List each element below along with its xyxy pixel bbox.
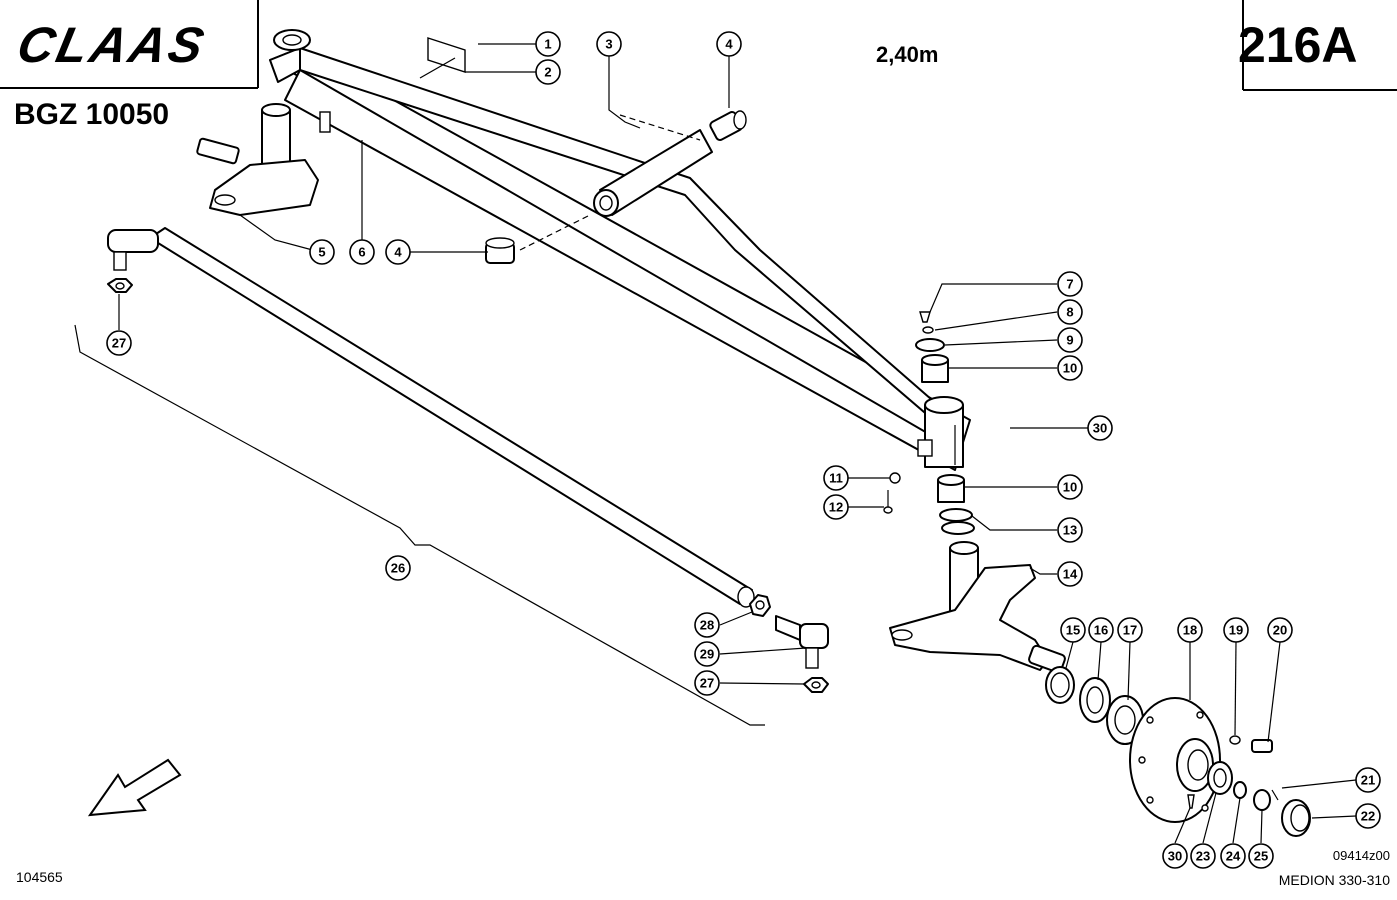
- svg-text:18: 18: [1183, 623, 1197, 638]
- svg-text:20: 20: [1273, 623, 1287, 638]
- svg-text:27: 27: [112, 336, 126, 351]
- callout-1: 1: [535, 31, 561, 57]
- callout-15: 15: [1060, 617, 1086, 643]
- svg-text:13: 13: [1063, 523, 1077, 538]
- svg-text:14: 14: [1063, 567, 1078, 582]
- callout-5: 5: [309, 239, 335, 265]
- svg-text:30: 30: [1093, 421, 1107, 436]
- svg-text:1: 1: [544, 37, 551, 52]
- callout-6: 6: [349, 239, 375, 265]
- callout-8: 8: [1057, 299, 1083, 325]
- left-steering-knuckle: [196, 103, 319, 216]
- right-steering-knuckle: [889, 541, 1066, 674]
- svg-text:24: 24: [1226, 849, 1241, 864]
- callout-23: 23: [1190, 843, 1216, 869]
- doc-number: 104565: [16, 869, 63, 885]
- callout-9: 9: [1057, 327, 1083, 353]
- model-code: BGZ 10050: [14, 98, 169, 131]
- svg-text:21: 21: [1361, 773, 1375, 788]
- width-label: 2,40m: [876, 42, 938, 67]
- callout-22: 22: [1355, 803, 1381, 829]
- svg-text:28: 28: [700, 618, 714, 633]
- callout-3: 3: [596, 31, 622, 57]
- product-name: MEDION 330-310: [1279, 872, 1390, 888]
- svg-text:2: 2: [544, 65, 551, 80]
- callout-16: 16: [1088, 617, 1114, 643]
- svg-text:22: 22: [1361, 809, 1375, 824]
- callout-14: 14: [1057, 561, 1083, 587]
- svg-text:8: 8: [1066, 305, 1073, 320]
- svg-text:16: 16: [1094, 623, 1108, 638]
- svg-text:10: 10: [1063, 361, 1077, 376]
- callout-27-left: 27: [106, 330, 132, 356]
- king-pin-stack: [883, 311, 975, 535]
- svg-text:26: 26: [391, 561, 405, 576]
- callout-20: 20: [1267, 617, 1293, 643]
- callout-28: 28: [694, 612, 720, 638]
- callout-30-bottom: 30: [1162, 843, 1188, 869]
- callout-2: 2: [535, 59, 561, 85]
- svg-text:11: 11: [829, 471, 843, 486]
- tie-rod-bracket: [74, 324, 765, 726]
- axle-beam: [269, 29, 971, 471]
- svg-text:3: 3: [605, 37, 612, 52]
- callout-7: 7: [1057, 271, 1083, 297]
- svg-text:17: 17: [1123, 623, 1137, 638]
- callout-27-right: 27: [694, 670, 720, 696]
- svg-text:7: 7: [1066, 277, 1073, 292]
- callout-19: 19: [1223, 617, 1249, 643]
- callout-18: 18: [1177, 617, 1203, 643]
- callout-21: 21: [1355, 767, 1381, 793]
- wheel-hub-assembly: [1045, 666, 1311, 837]
- callout-4-top: 4: [716, 31, 742, 57]
- arrow-icon: [87, 758, 182, 817]
- pivot-tube: [485, 110, 747, 264]
- svg-text:10: 10: [1063, 480, 1077, 495]
- drawing-ref: 09414z00: [1333, 848, 1390, 863]
- svg-text:4: 4: [394, 245, 402, 260]
- svg-text:12: 12: [829, 500, 843, 515]
- callout-4-left: 4: [385, 239, 411, 265]
- svg-text:19: 19: [1229, 623, 1243, 638]
- svg-text:27: 27: [700, 676, 714, 691]
- svg-text:15: 15: [1066, 623, 1080, 638]
- callout-11: 11: [823, 465, 849, 491]
- claas-logo: CLAAS: [13, 17, 212, 73]
- svg-text:25: 25: [1254, 849, 1268, 864]
- svg-text:9: 9: [1066, 333, 1073, 348]
- leader-lines: [118, 43, 1357, 844]
- title-frame: [0, 0, 1397, 91]
- svg-text:29: 29: [700, 647, 714, 662]
- callout-29: 29: [694, 641, 720, 667]
- svg-text:30: 30: [1168, 849, 1182, 864]
- page-number: 216A: [1238, 17, 1358, 73]
- callout-17: 17: [1117, 617, 1143, 643]
- callout-12: 12: [823, 494, 849, 520]
- tie-rod: [107, 227, 829, 693]
- callout-26: 26: [385, 555, 411, 581]
- svg-text:23: 23: [1196, 849, 1210, 864]
- callout-10-top: 10: [1057, 355, 1083, 381]
- plate-part: [419, 37, 466, 79]
- callout-24: 24: [1220, 843, 1246, 869]
- callout-13: 13: [1057, 517, 1083, 543]
- svg-text:6: 6: [358, 245, 365, 260]
- callout-25: 25: [1248, 843, 1274, 869]
- svg-text:5: 5: [318, 245, 325, 260]
- callout-30-top: 30: [1087, 415, 1113, 441]
- callout-10-bottom: 10: [1057, 474, 1083, 500]
- svg-text:4: 4: [725, 37, 733, 52]
